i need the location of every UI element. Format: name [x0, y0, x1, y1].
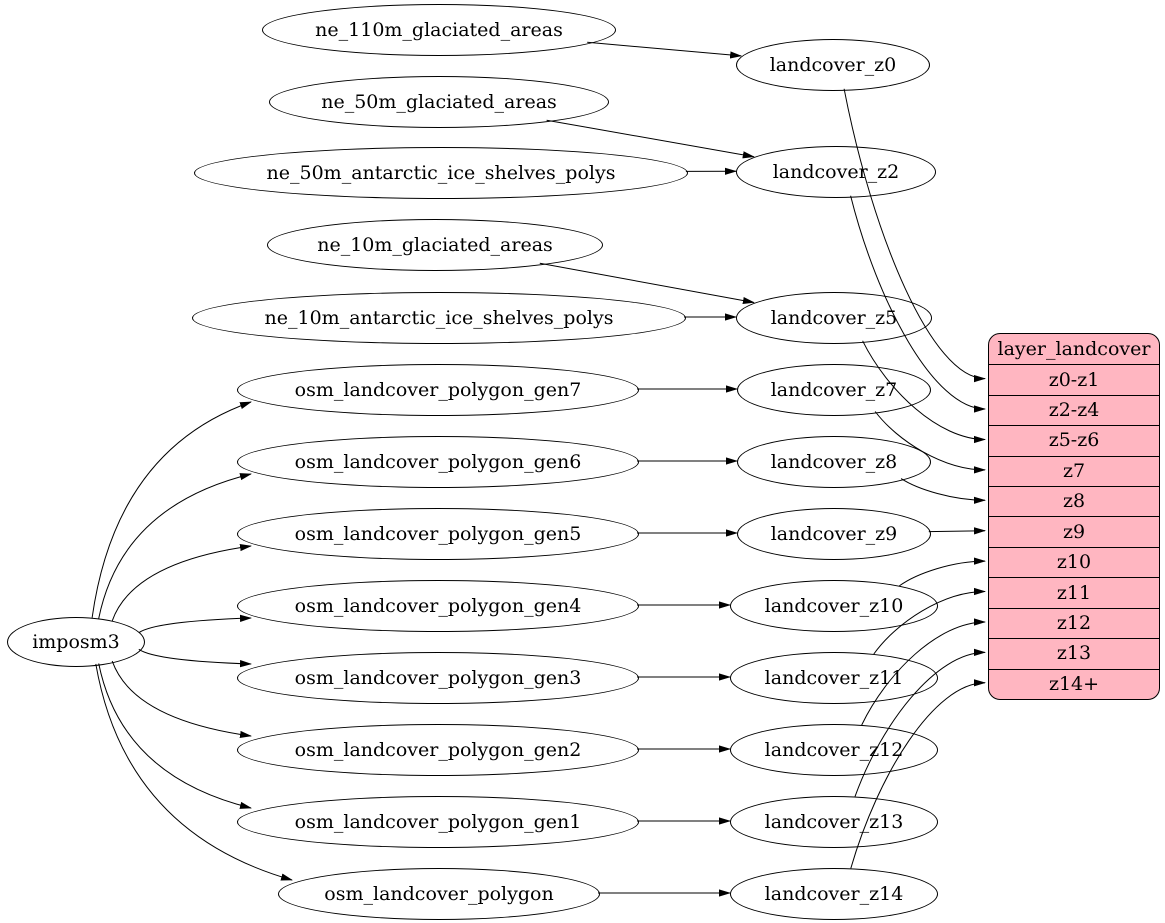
edge-imposm3-to-osm-landcover-polygon-gen5 [111, 543, 252, 622]
edge-imposm3-to-osm-landcover-polygon-gen3 [138, 648, 252, 668]
node-landcover-z11: landcover_z11 [730, 652, 938, 704]
record-row-z7: z7 [989, 455, 1159, 486]
node-osm-landcover-polygon-gen2: osm_landcover_polygon_gen2 [237, 724, 639, 776]
edge-imposm3-to-osm-landcover-polygon-gen6 [98, 473, 252, 619]
node-landcover-z0: landcover_z0 [736, 39, 930, 91]
node-landcover-z14: landcover_z14 [730, 868, 938, 920]
record-row-z12: z12 [989, 607, 1159, 638]
node-ne-50m-glaciated-areas: ne_50m_glaciated_areas [269, 76, 609, 128]
node-landcover-z5: landcover_z5 [736, 292, 932, 344]
record-layer-landcover: layer_landcover z0-z1 z2-z4 z5-z6 z7 z8 … [988, 333, 1160, 700]
node-osm-landcover-polygon: osm_landcover_polygon [278, 868, 600, 920]
record-row-z8: z8 [989, 486, 1159, 516]
edge-landcover-z9-to-row-z9 [928, 527, 986, 535]
node-osm-landcover-polygon-gen3: osm_landcover_polygon_gen3 [237, 652, 639, 704]
edge-landcover-z8-to-row-z8 [900, 478, 986, 504]
node-osm-landcover-polygon-gen5: osm_landcover_polygon_gen5 [237, 508, 639, 560]
record-row-z2-z4: z2-z4 [989, 394, 1159, 425]
record-row-z5-z6: z5-z6 [989, 425, 1159, 455]
node-landcover-z13: landcover_z13 [730, 796, 938, 848]
node-landcover-z2: landcover_z2 [736, 146, 936, 198]
edge-imposm3-to-osm-landcover-polygon-gen2 [111, 660, 252, 739]
record-row-z9: z9 [989, 516, 1159, 546]
record-row-z11: z11 [989, 577, 1159, 607]
node-osm-landcover-polygon-gen4: osm_landcover_polygon_gen4 [237, 580, 639, 632]
node-osm-landcover-polygon-gen6: osm_landcover_polygon_gen6 [237, 436, 639, 488]
node-landcover-z7: landcover_z7 [737, 364, 931, 416]
node-ne-10m-antarctic-ice-shelves-polys: ne_10m_antarctic_ice_shelves_polys [192, 292, 686, 344]
node-ne-10m-glaciated-areas: ne_10m_glaciated_areas [267, 219, 603, 271]
record-row-z14plus: z14+ [989, 668, 1159, 699]
record-title: layer_landcover [997, 337, 1151, 360]
edge-ne-110m-glaciated-areas-to-landcover-z0 [587, 41, 743, 59]
edge-landcover-z10-to-row-z10 [899, 557, 986, 587]
node-osm-landcover-polygon-gen1: osm_landcover_polygon_gen1 [237, 796, 639, 848]
edge-imposm3-to-osm-landcover-polygon [95, 663, 293, 881]
node-landcover-z9: landcover_z9 [737, 508, 931, 560]
node-imposm3: imposm3 [7, 617, 145, 667]
node-landcover-z10: landcover_z10 [730, 580, 938, 632]
node-ne-110m-glaciated-areas: ne_110m_glaciated_areas [262, 4, 616, 56]
edge-imposm3-to-osm-landcover-polygon-gen7 [91, 401, 252, 618]
edge-imposm3-to-osm-landcover-polygon-gen1 [98, 663, 252, 809]
node-landcover-z12: landcover_z12 [730, 724, 938, 776]
record-row-z10: z10 [989, 546, 1159, 577]
node-osm-landcover-polygon-gen7: osm_landcover_polygon_gen7 [237, 364, 639, 416]
record-row-z13: z13 [989, 638, 1159, 668]
edge-imposm3-to-osm-landcover-polygon-gen4 [138, 614, 252, 634]
node-landcover-z8: landcover_z8 [737, 436, 931, 488]
node-ne-50m-antarctic-ice-shelves-polys: ne_50m_antarctic_ice_shelves_polys [194, 147, 688, 199]
record-row-z0-z1: z0-z1 [989, 364, 1159, 394]
